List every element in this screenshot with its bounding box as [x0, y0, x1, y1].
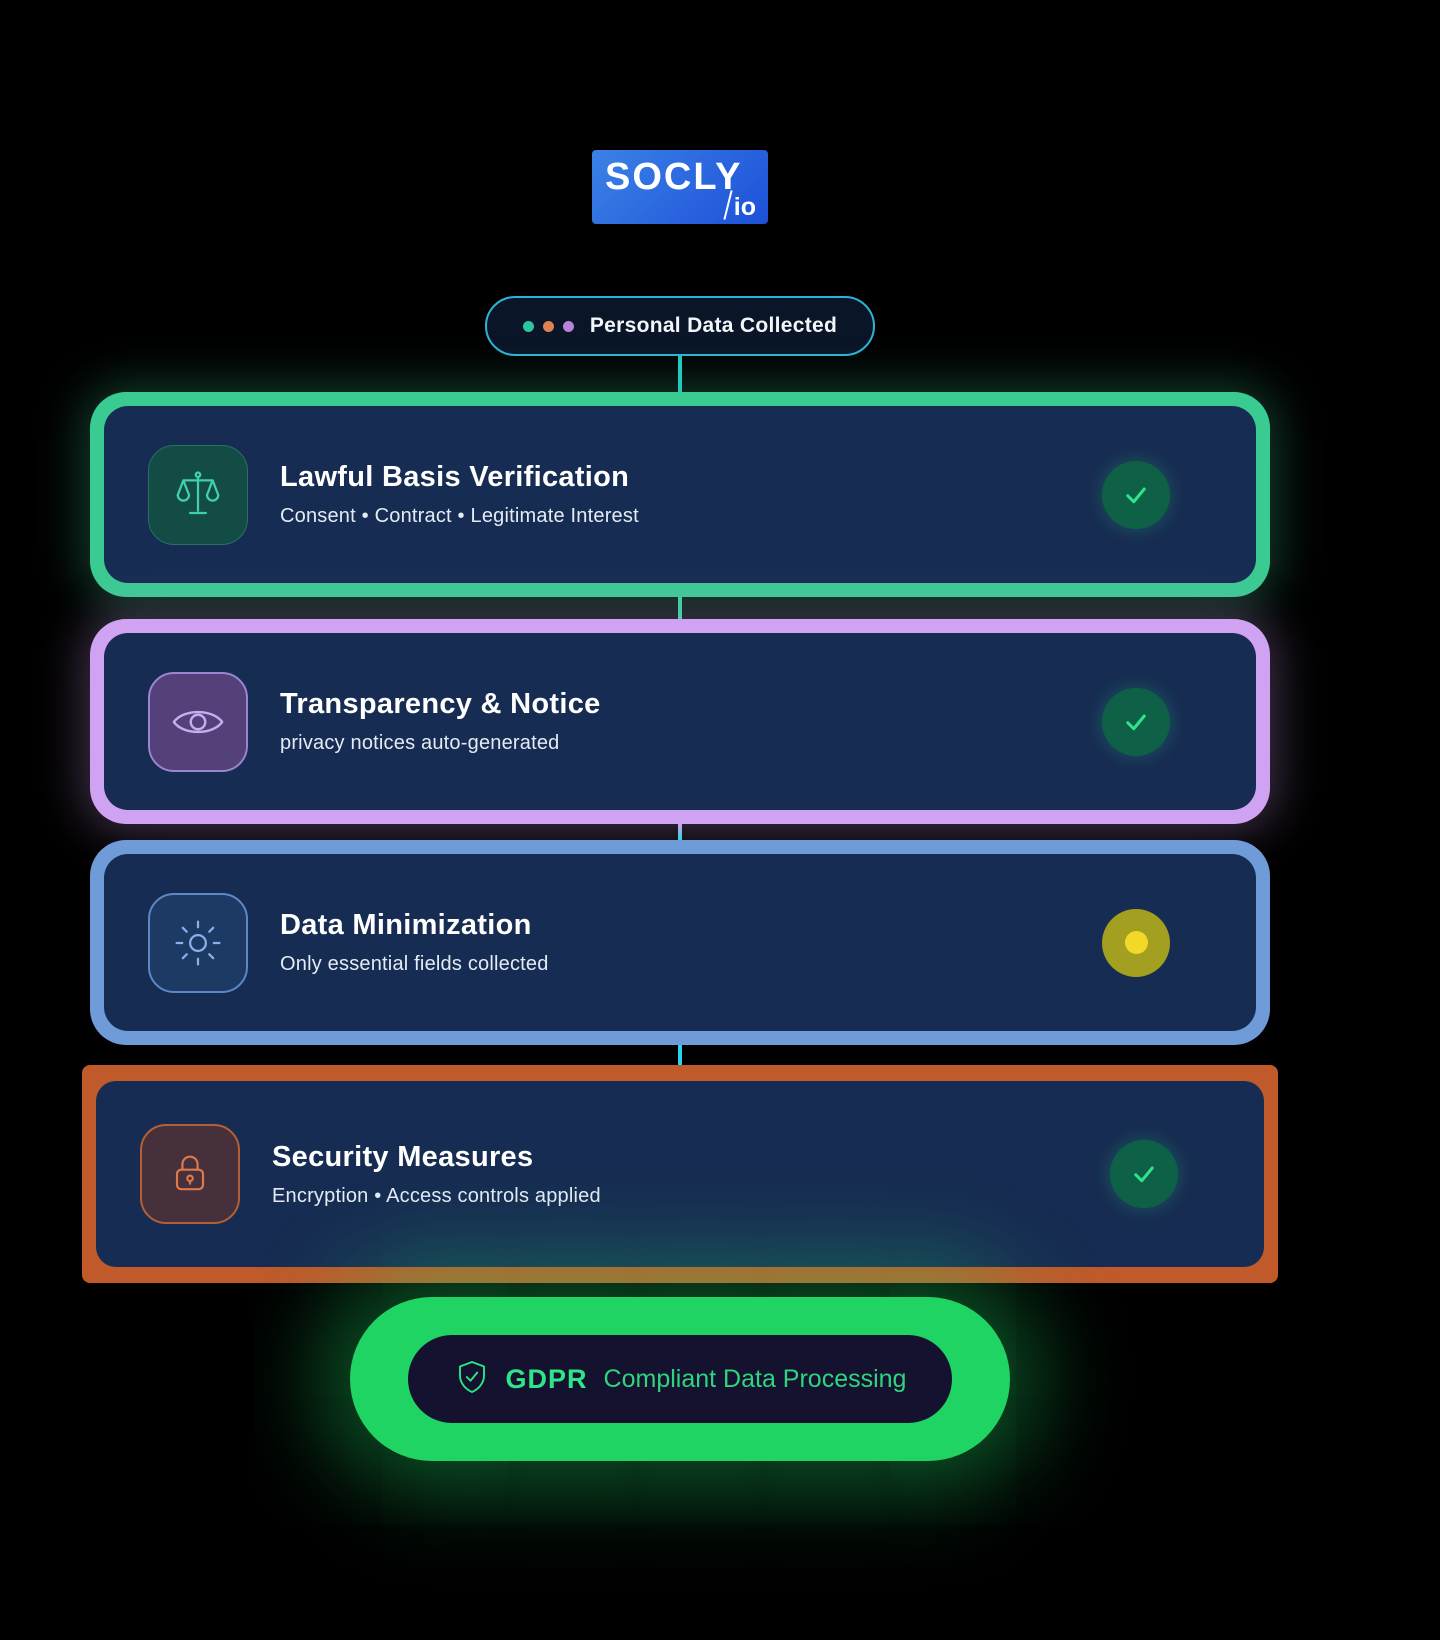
card-lawful-basis-verification[interactable]: Lawful Basis Verification Consent • Cont…	[90, 392, 1270, 597]
card-inner: Data Minimization Only essential fields …	[104, 854, 1256, 1031]
gdpr-compliance-pill[interactable]: GDPR Compliant Data Processing	[407, 1335, 953, 1423]
card-title: Transparency & Notice	[280, 688, 601, 720]
orange-dot-icon	[542, 320, 554, 332]
teal-dot-icon	[522, 320, 534, 332]
personal-data-collected-badge[interactable]: Personal Data Collected	[484, 296, 876, 356]
card-text: Data Minimization Only essential fields …	[280, 909, 549, 976]
connector-card1-to-card2	[678, 597, 682, 619]
gdpr-label: GDPR	[505, 1363, 588, 1394]
card-title: Lawful Basis Verification	[280, 461, 630, 493]
in-progress-status-icon	[1102, 908, 1170, 977]
card-title: Security Measures	[272, 1140, 534, 1173]
card-inner: Transparency & Notice privacy notices au…	[104, 633, 1256, 810]
brand-logo: SOCLY io	[592, 150, 768, 224]
gdpr-glow: GDPR Compliant Data Processing	[349, 1297, 1011, 1461]
lock-icon	[140, 1124, 240, 1224]
card-inner: Lawful Basis Verification Consent • Cont…	[104, 406, 1256, 583]
card-text: Security Measures Encryption • Access co…	[272, 1141, 601, 1208]
status-dot	[1124, 931, 1148, 954]
purple-dot-icon	[562, 320, 574, 332]
card-subtitle: privacy notices auto-generated	[280, 732, 560, 754]
card-text: Lawful Basis Verification Consent • Cont…	[280, 461, 639, 528]
card-subtitle: Only essential fields collected	[280, 953, 549, 975]
sun-icon	[148, 892, 248, 993]
shield-check-icon	[454, 1359, 490, 1400]
brand-suffix: io	[733, 193, 756, 221]
card-subtitle: Consent • Contract • Legitimate Interest	[280, 505, 639, 527]
check-status-icon	[1102, 687, 1170, 756]
connector-badge-to-card1	[678, 356, 682, 392]
connector-card2-to-card3	[678, 824, 682, 840]
badge-label: Personal Data Collected	[589, 314, 838, 337]
card-security-measures[interactable]: Security Measures Encryption • Access co…	[82, 1065, 1278, 1283]
check-status-icon	[1102, 460, 1170, 529]
card-text: Transparency & Notice privacy notices au…	[280, 688, 601, 755]
card-title: Data Minimization	[280, 909, 532, 941]
card-transparency-notice[interactable]: Transparency & Notice privacy notices au…	[90, 619, 1270, 824]
gdpr-description: Compliant Data Processing	[603, 1364, 907, 1393]
card-subtitle: Encryption • Access controls applied	[272, 1184, 601, 1207]
card-data-minimization[interactable]: Data Minimization Only essential fields …	[90, 840, 1270, 1045]
content-column: SOCLY io Personal Data Collected	[82, 0, 1278, 1461]
brand-suffix-wrap: io	[723, 190, 756, 222]
scales-icon	[148, 444, 248, 545]
check-status-icon	[1110, 1140, 1178, 1208]
card-inner: Security Measures Encryption • Access co…	[96, 1081, 1264, 1267]
eye-icon	[148, 671, 248, 772]
connector-card3-to-card4	[678, 1045, 682, 1065]
brand-name: SOCLY	[605, 156, 743, 198]
badge-dots	[522, 320, 574, 332]
